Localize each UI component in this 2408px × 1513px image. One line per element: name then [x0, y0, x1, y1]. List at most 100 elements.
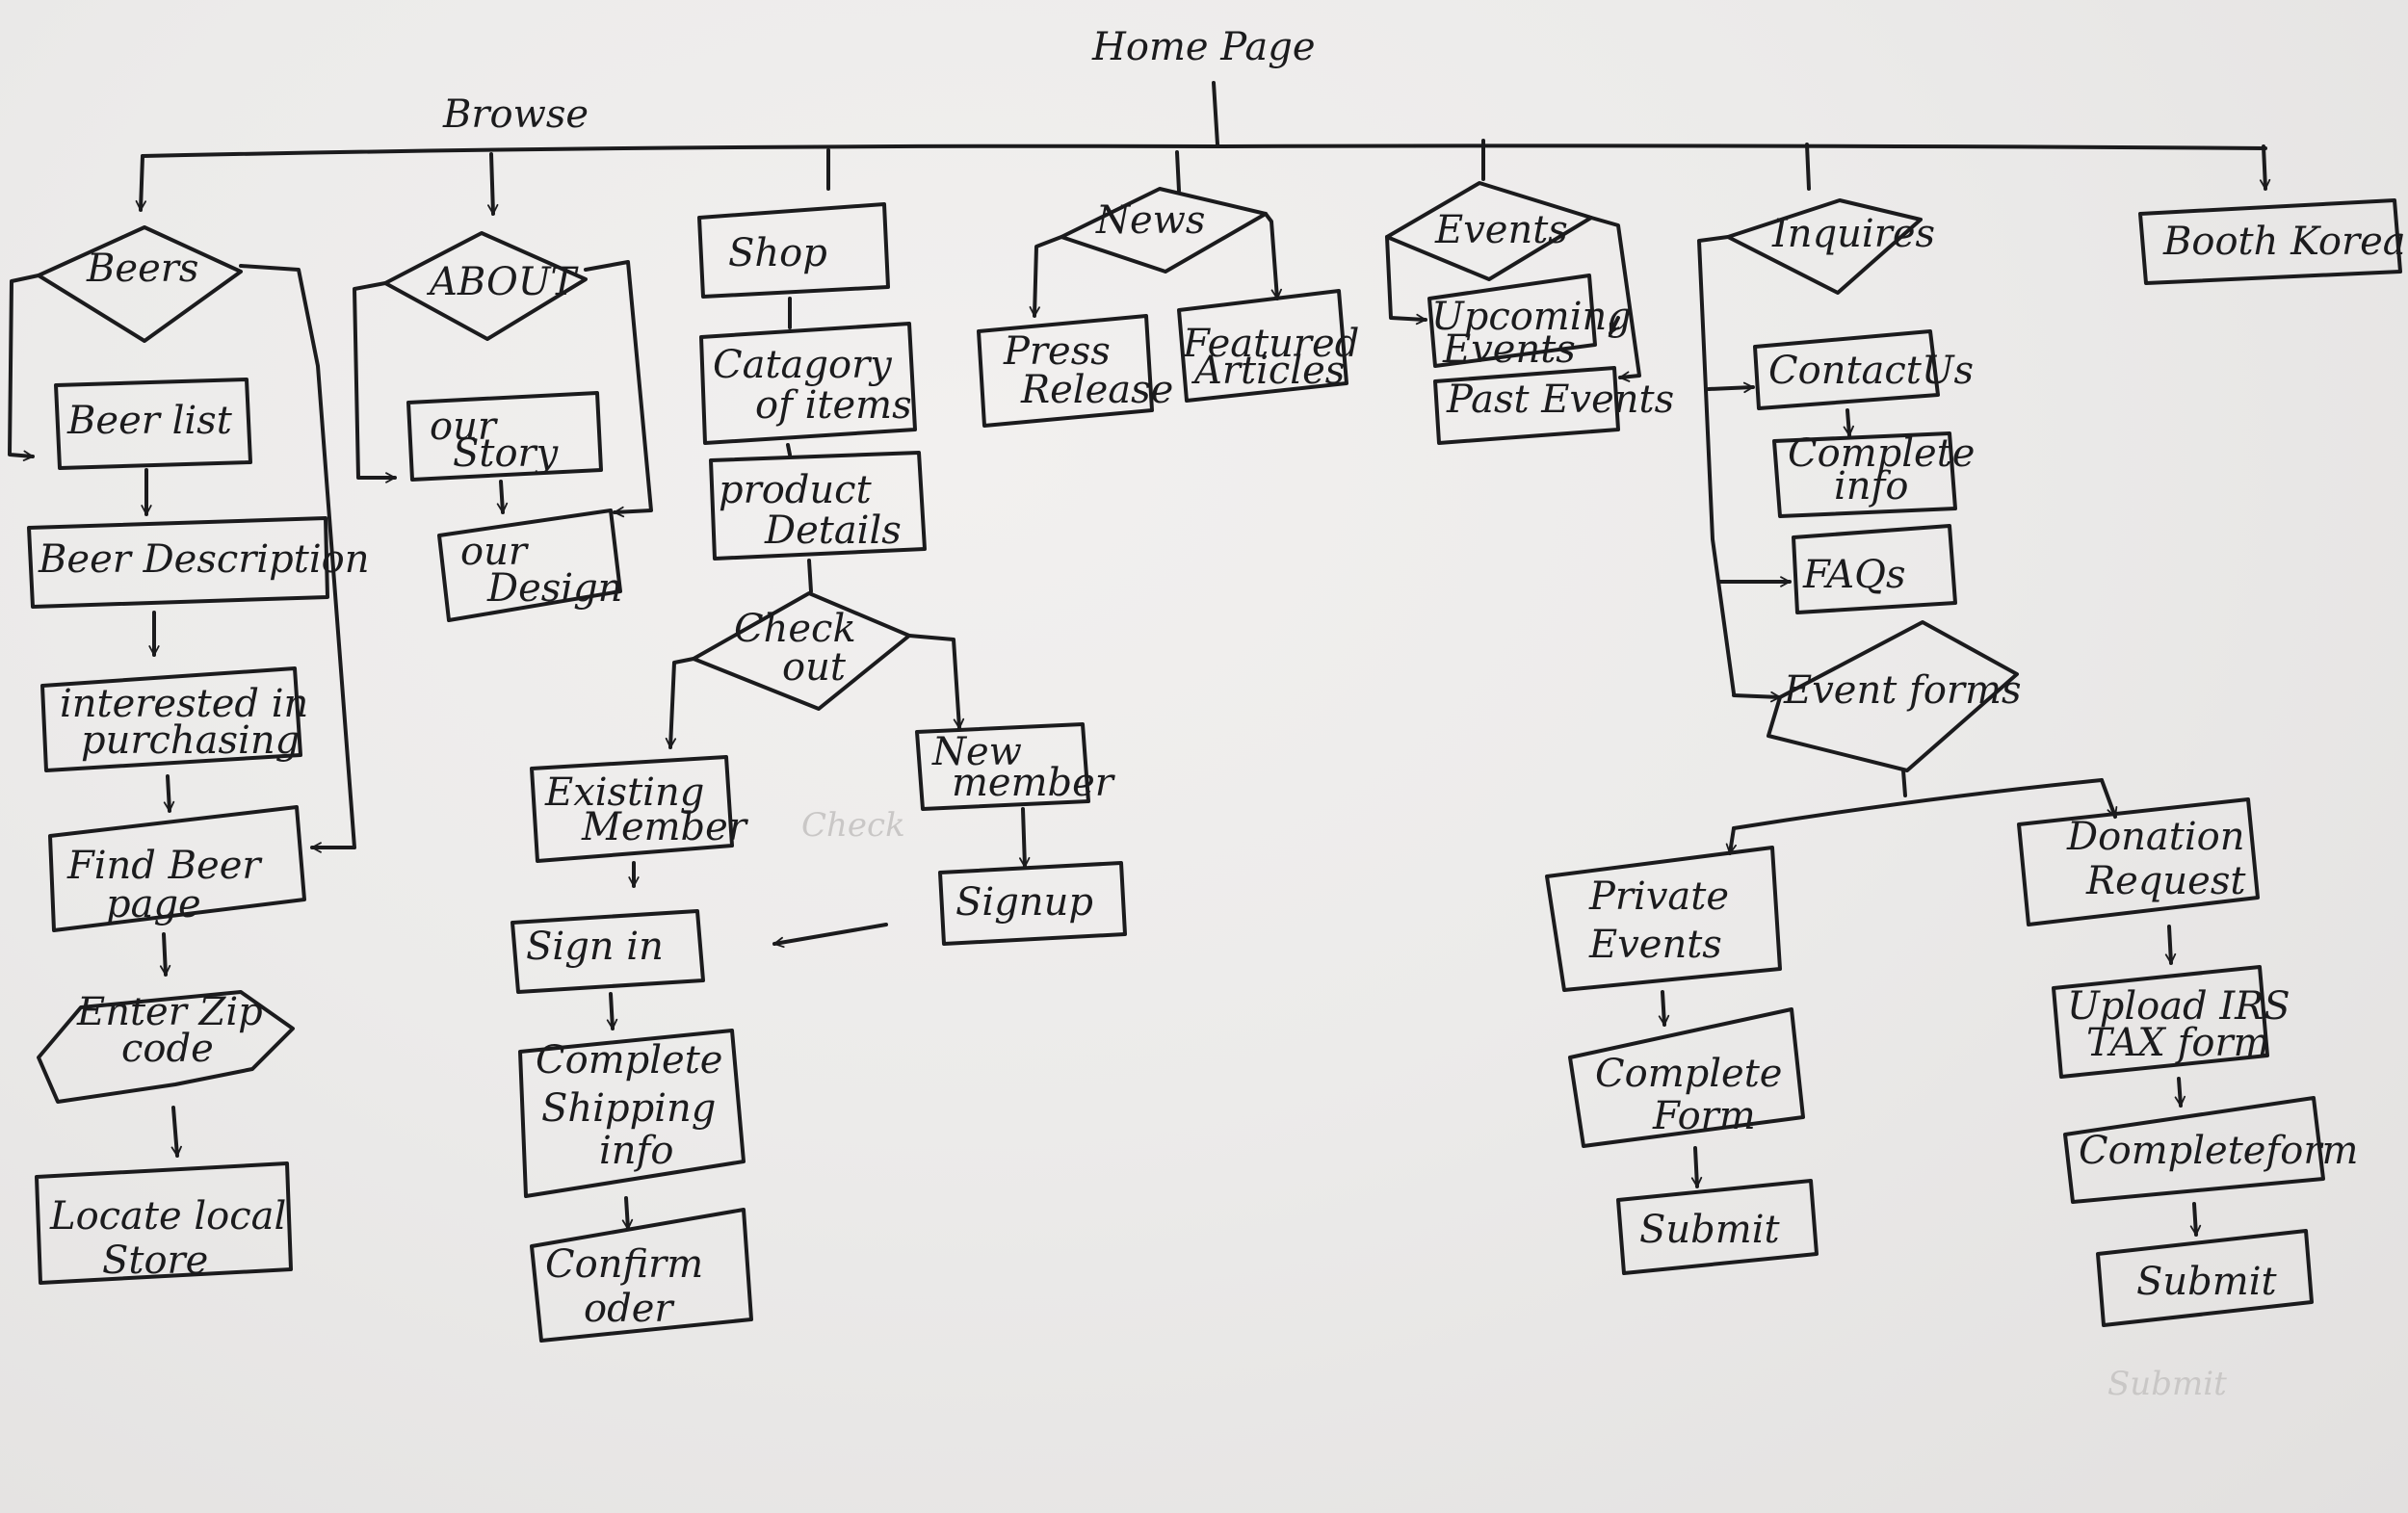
svg-text:Locate local: Locate local — [49, 1194, 286, 1239]
svg-text:Confirm: Confirm — [545, 1242, 703, 1287]
donation-request-box: Donation Request — [2017, 797, 2260, 926]
svg-text:code: code — [121, 1027, 214, 1071]
svg-text:page: page — [106, 882, 201, 926]
donation-complete-form-box: Completeform — [2063, 1096, 2358, 1204]
svg-text:ABOUT: ABOUT — [426, 260, 580, 304]
inquires-diamond: Inquires — [1726, 198, 1935, 295]
svg-text:FAQs: FAQs — [1802, 553, 1905, 597]
svg-text:info: info — [1834, 464, 1908, 509]
svg-text:Shipping: Shipping — [541, 1086, 716, 1131]
svg-text:Articles: Articles — [1191, 349, 1345, 393]
svg-text:Event forms: Event forms — [1783, 668, 2021, 713]
svg-text:Catagory: Catagory — [713, 343, 893, 387]
svg-text:Submit: Submit — [1639, 1208, 1780, 1252]
locate-store-box: Locate local Store — [35, 1161, 293, 1285]
event-forms-diamond: Event forms — [1767, 620, 2021, 772]
ghost-check-text: Check — [801, 806, 905, 845]
svg-text:Booth Korea: Booth Korea — [2162, 220, 2406, 264]
home-page-label: Home Page — [1091, 25, 1316, 69]
svg-text:product: product — [719, 468, 873, 512]
svg-text:of items: of items — [755, 383, 912, 428]
event-forms-branches — [1725, 769, 2118, 855]
svg-text:Member: Member — [581, 805, 749, 849]
svg-text:Find Beer: Find Beer — [66, 844, 263, 888]
beers-loops — [8, 264, 356, 853]
about-diamond: ABOUT — [383, 231, 588, 341]
svg-text:Press: Press — [1003, 329, 1111, 374]
svg-text:our: our — [460, 530, 530, 574]
svg-text:Upcoming: Upcoming — [1431, 295, 1632, 339]
svg-text:Design: Design — [486, 566, 622, 611]
svg-text:oder: oder — [584, 1287, 675, 1331]
svg-text:Release: Release — [1020, 368, 1173, 412]
confirm-order-box: Confirm oder — [530, 1208, 753, 1343]
svg-text:member: member — [952, 761, 1116, 805]
svg-text:Private: Private — [1588, 874, 1729, 919]
svg-text:Story: Story — [453, 431, 560, 476]
booth-korea-box: Booth Korea — [2138, 198, 2406, 285]
news-diamond: News — [1060, 187, 1268, 274]
signup-box: Signup — [938, 861, 1127, 946]
svg-text:Donation: Donation — [2066, 815, 2244, 859]
svg-text:purchasing: purchasing — [81, 718, 300, 763]
svg-text:Events: Events — [1442, 327, 1576, 372]
existing-member-box: Existing Member — [530, 755, 749, 863]
svg-text:out: out — [782, 645, 847, 690]
private-submit-box: Submit — [1616, 1179, 1819, 1275]
interested-box: interested in purchasing — [40, 666, 308, 772]
featured-articles-box: Featured Articles — [1177, 289, 1359, 403]
svg-text:New: New — [931, 730, 1022, 774]
svg-text:interested in: interested in — [60, 682, 308, 726]
svg-text:Beer list: Beer list — [66, 399, 233, 443]
inquires-spine — [1697, 235, 1792, 703]
svg-text:Check: Check — [734, 607, 856, 651]
upcoming-events-box: Upcoming Events — [1427, 274, 1632, 372]
find-beer-page-box: Find Beer page — [48, 805, 306, 932]
faqs-box: FAQs — [1792, 524, 1957, 614]
svg-text:Featured: Featured — [1182, 322, 1359, 366]
svg-text:Beer Description: Beer Description — [38, 537, 369, 582]
svg-text:our: our — [430, 404, 499, 449]
product-details-box: product Details — [709, 451, 927, 561]
press-release-box: Press Release — [977, 314, 1173, 428]
contact-us-box: ContactUs — [1753, 329, 1974, 410]
svg-text:Details: Details — [764, 509, 902, 553]
svg-text:Existing: Existing — [544, 770, 704, 815]
about-loops — [353, 260, 653, 518]
donation-submit-box: Submit — [2096, 1229, 2314, 1327]
svg-text:Enter Zip: Enter Zip — [76, 990, 263, 1034]
enter-zip-diamond: Enter Zip code — [37, 990, 295, 1104]
our-story-box: our Story — [406, 391, 603, 482]
events-loops — [1385, 216, 1641, 382]
svg-text:Sign in: Sign in — [526, 925, 664, 969]
beer-description-box: Beer Description — [27, 516, 369, 609]
svg-text:Store: Store — [102, 1239, 208, 1283]
sign-in-box: Sign in — [510, 909, 705, 994]
svg-text:ContactUs: ContactUs — [1768, 349, 1974, 393]
private-events-box: Private Events — [1545, 846, 1782, 992]
news-branches — [1029, 212, 1283, 318]
svg-text:Complete: Complete — [536, 1038, 722, 1083]
events-diamond: Events — [1385, 181, 1593, 281]
complete-info-box: Complete info — [1772, 431, 1975, 518]
svg-text:Events: Events — [1434, 208, 1568, 252]
beers-diamond: Beers — [37, 225, 243, 343]
svg-text:TAX form: TAX form — [2086, 1021, 2270, 1065]
svg-text:News: News — [1095, 198, 1205, 243]
svg-text:Past Events: Past Events — [1446, 378, 1674, 422]
svg-text:Complete: Complete — [1595, 1052, 1782, 1096]
svg-text:Completeform: Completeform — [2079, 1129, 2358, 1173]
svg-text:Complete: Complete — [1788, 431, 1975, 476]
ghost-submit-text: Submit — [2107, 1365, 2227, 1403]
svg-text:Request: Request — [2085, 859, 2246, 903]
checkout-diamond: Check out — [692, 591, 911, 711]
svg-text:Upload IRS: Upload IRS — [2067, 984, 2290, 1029]
svg-text:Events: Events — [1588, 923, 1722, 967]
svg-text:Shop: Shop — [728, 231, 827, 275]
past-events-box: Past Events — [1433, 366, 1674, 445]
our-design-box: our Design — [437, 509, 622, 622]
checkout-branches — [665, 634, 965, 749]
svg-text:Beers: Beers — [86, 247, 198, 291]
